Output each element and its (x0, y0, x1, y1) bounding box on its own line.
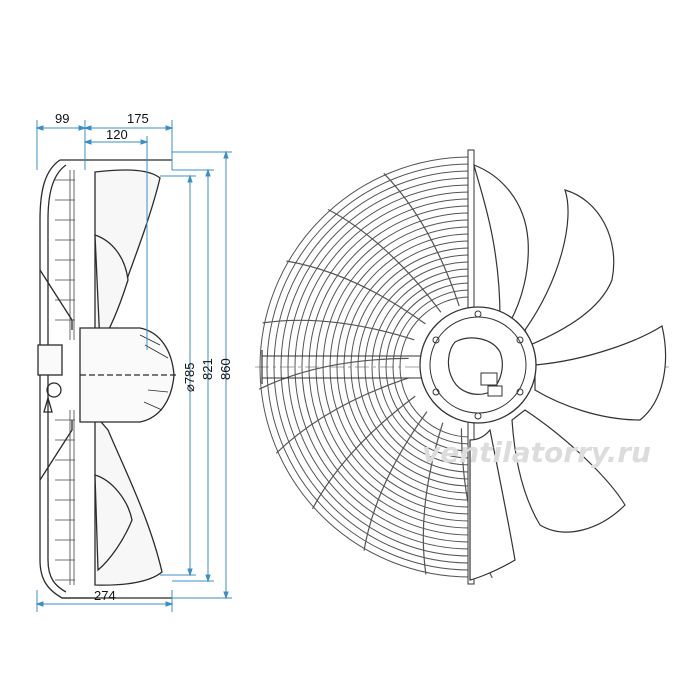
watermark: ventilatorry.ru (422, 436, 651, 469)
guard-ribs (55, 170, 75, 585)
guard-spoke (286, 260, 426, 325)
cable-entry (487, 385, 503, 397)
hub-bolts (432, 310, 524, 420)
guard-ring (280, 177, 471, 557)
blade-5 (469, 428, 516, 581)
blade-4 (511, 409, 626, 533)
guard-ring (385, 282, 471, 452)
guard-ring (357, 254, 471, 480)
guard-ring (350, 247, 471, 487)
blade-side-lower-2 (94, 474, 133, 572)
guard-ring (336, 233, 471, 501)
cable-gland (46, 382, 62, 398)
guard-ring (399, 296, 471, 438)
guard-spoke (262, 319, 415, 341)
guard-spoke (422, 422, 444, 575)
guard-ring (378, 275, 471, 459)
guard-ring (329, 226, 471, 508)
motor-fins (139, 334, 169, 411)
guard-spoke (258, 357, 409, 390)
side-view (37, 159, 178, 599)
guard-ring (259, 156, 471, 578)
dim-inner-depth: 120 (106, 127, 128, 142)
guard-ring (371, 268, 471, 466)
guard-rings (259, 156, 471, 578)
guard-ring (301, 198, 471, 536)
guard-ring (287, 184, 471, 550)
support-strut-top (39, 269, 73, 330)
guard-ring (308, 205, 471, 529)
guard-ring (294, 191, 471, 543)
guard-spoke (275, 377, 410, 454)
guard-ring (266, 163, 471, 571)
guard-ring (364, 261, 471, 473)
rating-label (480, 372, 498, 386)
impeller-blades (469, 164, 667, 581)
dim-top-depth: 175 (127, 111, 149, 126)
dim-guard-diameter: 821 (200, 358, 215, 380)
guard-profile-inner (47, 164, 67, 593)
cable-end (43, 395, 53, 413)
guard-spoke (363, 411, 428, 551)
blade-3 (534, 325, 667, 421)
guard-ring (273, 170, 471, 564)
dim-top-width: 99 (55, 111, 69, 126)
blade-1 (473, 164, 529, 323)
guard-ring (315, 212, 471, 522)
front-view (255, 149, 670, 585)
support-strut-bottom (39, 420, 73, 481)
guard-spoke (383, 172, 460, 307)
dim-bottom-depth: 274 (94, 588, 116, 603)
guard-ring (343, 240, 471, 494)
dim-overall-height: 860 (218, 358, 233, 380)
guard-ring (392, 289, 471, 445)
blade-2 (524, 189, 615, 346)
guard-profile-outer (39, 159, 95, 599)
guard-spoke (327, 208, 442, 313)
dim-impeller-diameter: ⌀785 (182, 362, 197, 392)
dimension-lines (35, 120, 232, 612)
terminal-box (37, 344, 63, 376)
guard-spoke (311, 395, 416, 510)
